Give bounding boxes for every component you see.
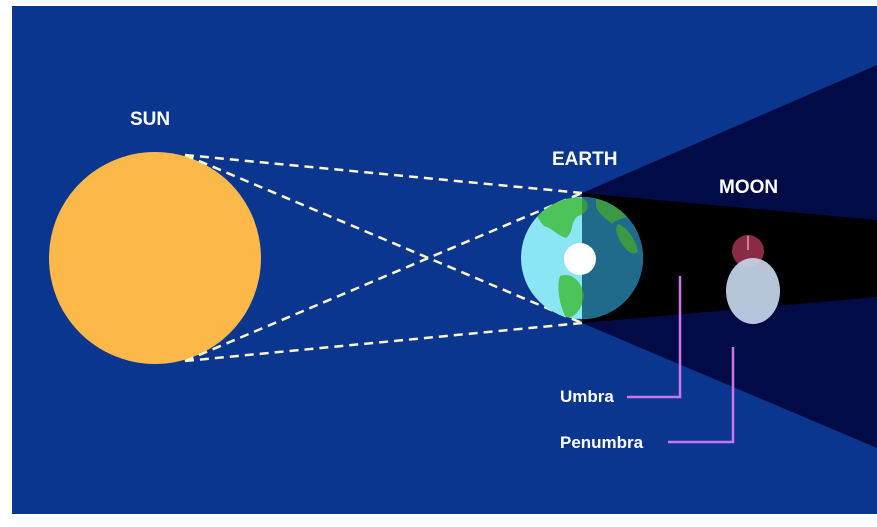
ray-upper-direct [184,153,583,195]
earth-land-south [558,274,584,318]
umbra-pointer-line [627,276,682,399]
sun [49,152,261,364]
earth-label: EARTH [552,149,617,170]
ray-upper-cross [184,153,583,325]
moon-near-earth [564,243,596,275]
penumbra-pointer-line [668,347,735,444]
sun-label: SUN [130,109,170,130]
ray-lower-direct [184,321,583,363]
umbra-label: Umbra [560,387,614,406]
moon-eclipsed-group [726,235,780,324]
earth-land-north [536,197,588,238]
earth-land-northeast [596,199,630,224]
earth [521,197,643,319]
umbra-shadow [582,193,877,323]
penumbra-label: Penumbra [560,433,644,452]
ray-lower-cross [184,191,583,363]
moon-in-penumbra [726,258,780,324]
moon-label: MOON [719,177,778,198]
earth-land-east [616,224,638,254]
light-ray-lines [184,153,583,363]
